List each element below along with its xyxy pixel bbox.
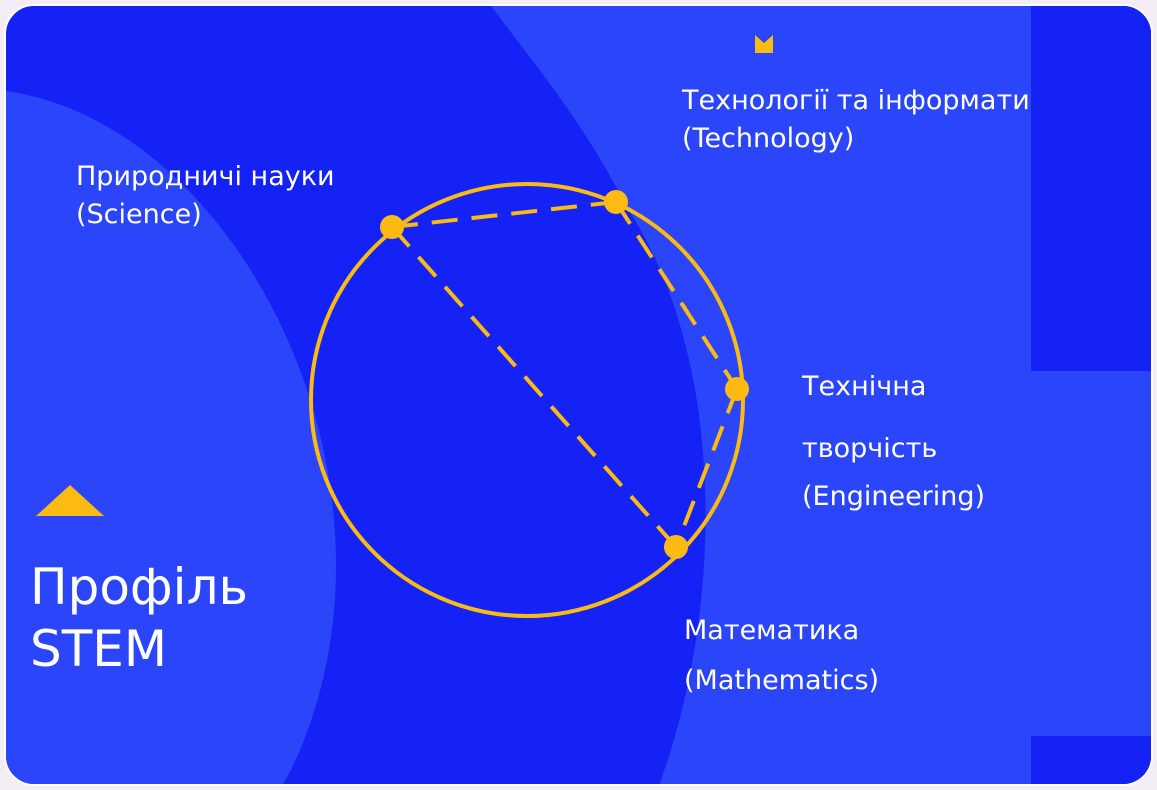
label-technology-line2: (Technology) [682,123,855,154]
label-technology-line1: Технології та інформати [682,85,1030,116]
node-mathematics [664,535,688,559]
label-science-line2: (Science) [76,199,202,230]
label-technology: Технології та інформати (Technology) [682,82,1030,158]
connector-engineering-mathematics [674,388,739,548]
label-engineering: Технічна творчість (Engineering) [802,368,985,516]
dashed-connectors [390,200,739,549]
node-science [380,215,404,239]
node-engineering [725,377,749,401]
bg-right-arc [491,6,1151,784]
label-science: Природничі науки (Science) [76,158,335,234]
m-logo-icon [755,35,773,53]
connector-science-mathematics [390,225,678,549]
label-engineering-line1: Технічна [802,371,927,402]
label-mathematics: Математика (Mathematics) [684,612,879,700]
label-engineering-line3: (Engineering) [802,481,986,512]
connector-technology-engineering [614,200,739,391]
bg-left-arc [6,91,336,784]
node-technology [604,190,628,214]
label-science-line1: Природничі науки [76,161,335,192]
page-title: Профіль STEM [30,556,248,680]
label-mathematics-line2: (Mathematics) [684,665,880,696]
triangle-icon [36,485,104,516]
bg-right-block-top [1031,6,1151,371]
title-line2: STEM [30,620,168,678]
label-mathematics-line1: Математика [684,615,860,646]
diagram-canvas [6,6,1151,784]
stem-circle [309,182,745,618]
connector-science-technology [391,200,617,229]
label-engineering-line2: творчість [802,433,938,464]
title-line1: Профіль [30,558,248,616]
slide: Природничі науки (Science) Технології та… [4,4,1153,786]
bg-right-block-bottom [1031,736,1151,784]
